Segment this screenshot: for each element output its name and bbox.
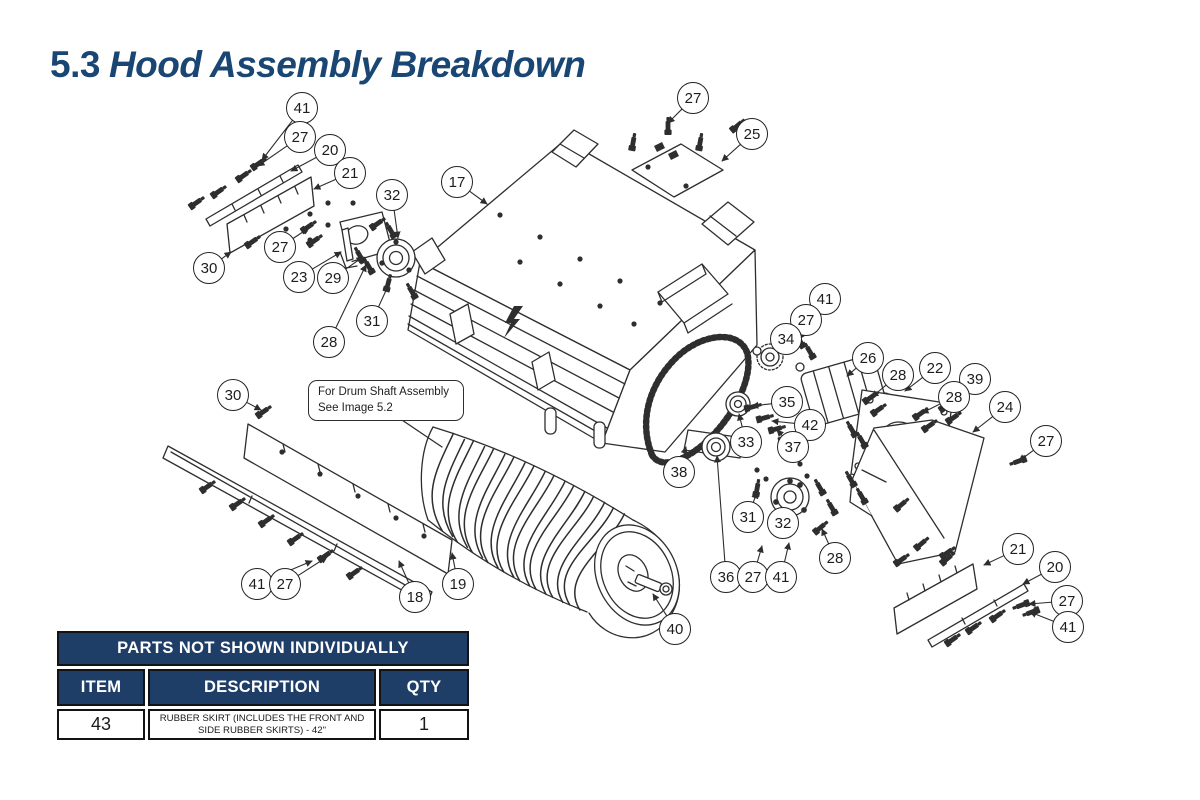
callout-25: 25	[736, 118, 768, 150]
callout-34: 34	[770, 323, 802, 355]
callout-27: 27	[737, 561, 769, 593]
column-header-qty: QTY	[379, 669, 469, 706]
callout-28: 28	[819, 542, 851, 574]
callout-21: 21	[334, 157, 366, 189]
callout-19: 19	[442, 568, 474, 600]
callout-23: 23	[283, 261, 315, 293]
callout-leader-lines	[221, 108, 1054, 622]
callout-28: 28	[938, 381, 970, 413]
callout-28: 28	[882, 359, 914, 391]
note-leader-line	[398, 417, 443, 448]
callout-41: 41	[1052, 611, 1084, 643]
section-number: 5.3	[50, 44, 100, 85]
table-title: PARTS NOT SHOWN INDIVIDUALLY	[57, 631, 469, 666]
callout-17: 17	[441, 166, 473, 198]
drum-shaft	[625, 565, 673, 596]
sprockets-and-pulleys	[701, 343, 817, 462]
top-plate	[631, 142, 724, 198]
table-cell-item: 43	[57, 709, 145, 740]
parts-not-shown-table: PARTS NOT SHOWN INDIVIDUALLY ITEM DESCRI…	[57, 631, 469, 740]
bottom-right-skirt	[893, 563, 1029, 648]
drive-chain	[642, 333, 752, 466]
lower-left-skirt	[162, 423, 453, 605]
column-header-item: ITEM	[57, 669, 145, 706]
callout-27: 27	[284, 121, 316, 153]
callout-24: 24	[989, 391, 1021, 423]
callout-22: 22	[919, 352, 951, 384]
fastener-holes	[279, 164, 810, 539]
upper-left-skirt	[205, 164, 315, 254]
callout-20: 20	[1039, 551, 1071, 583]
section-title-text: Hood Assembly Breakdown	[108, 44, 586, 85]
callout-37: 37	[777, 431, 809, 463]
callout-18: 18	[399, 581, 431, 613]
callout-30: 30	[193, 252, 225, 284]
callout-27: 27	[677, 82, 709, 114]
callout-26: 26	[852, 342, 884, 374]
callout-32: 32	[376, 179, 408, 211]
callout-29: 29	[317, 262, 349, 294]
callout-31: 31	[732, 501, 764, 533]
callout-28: 28	[313, 326, 345, 358]
callout-38: 38	[663, 456, 695, 488]
column-header-description: DESCRIPTION	[148, 669, 376, 706]
callout-41: 41	[286, 92, 318, 124]
table-cell-qty: 1	[379, 709, 469, 740]
callout-27: 27	[264, 231, 296, 263]
callout-40: 40	[659, 613, 691, 645]
callout-32: 32	[767, 507, 799, 539]
table-cell-description: RUBBER SKIRT (INCLUDES THE FRONT AND SID…	[148, 709, 376, 740]
callout-41: 41	[765, 561, 797, 593]
callout-27: 27	[269, 568, 301, 600]
callout-31: 31	[356, 305, 388, 337]
callout-33: 33	[730, 426, 762, 458]
note-line-2: See Image 5.2	[318, 401, 393, 414]
callout-42: 42	[794, 409, 826, 441]
brand-lightning-logo	[504, 306, 523, 338]
note-box: For Drum Shaft Assembly See Image 5.2	[308, 380, 464, 422]
callout-27: 27	[1030, 425, 1062, 457]
note-line-1: For Drum Shaft Assembly	[318, 386, 450, 398]
chain-cover	[849, 419, 985, 565]
callout-30: 30	[217, 379, 249, 411]
left-bracket-and-bearing	[339, 211, 416, 278]
callout-35: 35	[771, 386, 803, 418]
callout-21: 21	[1002, 533, 1034, 565]
